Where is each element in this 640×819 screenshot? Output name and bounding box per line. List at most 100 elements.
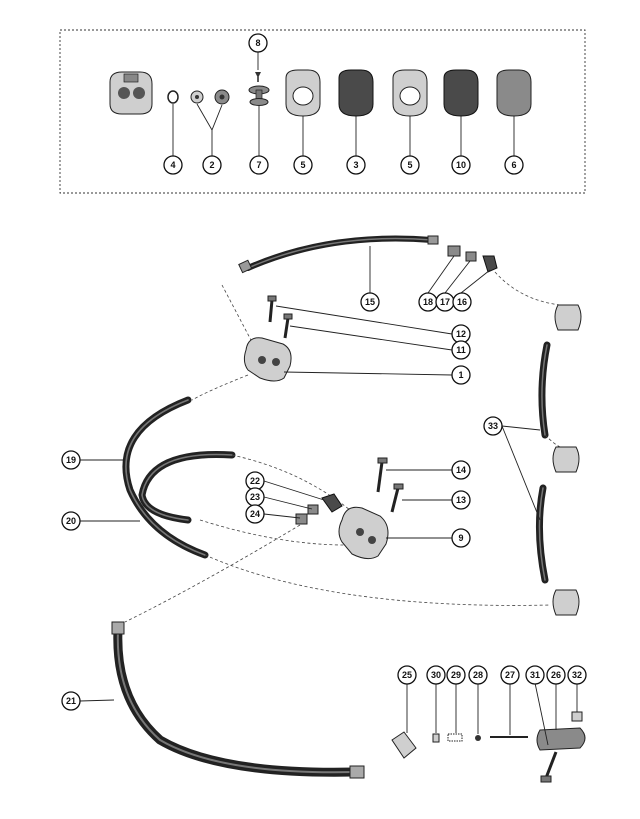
callout-28-label: 28 [473, 670, 483, 680]
callout-25: 25 [397, 665, 417, 685]
callout-14-label: 14 [456, 465, 466, 475]
callout-1: 1 [451, 365, 471, 385]
callout-19: 19 [61, 450, 81, 470]
callout-15-label: 15 [365, 297, 375, 307]
hose-20 [138, 451, 236, 524]
part-8-screw-top [255, 72, 261, 82]
part-29-spring [447, 733, 463, 742]
callout-5-a-label: 5 [300, 160, 305, 170]
callout-20: 20 [61, 511, 81, 531]
callout-15: 15 [360, 292, 380, 312]
callout-14: 14 [451, 460, 471, 480]
callout-4-label: 4 [170, 160, 175, 170]
fitting-right-top [554, 304, 582, 331]
part-6-cover [496, 69, 532, 117]
part-5-gasket-b [392, 69, 428, 117]
callout-11-label: 11 [456, 345, 466, 355]
part-2-seats [190, 89, 230, 105]
callout-17: 17 [435, 292, 455, 312]
pump-body-9 [338, 506, 389, 560]
part-7-valve [248, 85, 270, 106]
callout-22-label: 22 [250, 476, 260, 486]
callout-10: 10 [451, 155, 471, 175]
callout-11: 11 [451, 340, 471, 360]
callout-2: 2 [202, 155, 222, 175]
part-10-plate [443, 69, 479, 117]
callout-5-b: 5 [400, 155, 420, 175]
part-32-cap [571, 711, 583, 722]
callout-27-label: 27 [505, 670, 515, 680]
fitting-25 [391, 731, 417, 759]
callout-23: 23 [245, 487, 265, 507]
callout-32-label: 32 [572, 670, 582, 680]
callout-26-label: 26 [551, 670, 561, 680]
callout-19-label: 19 [66, 455, 76, 465]
callout-6: 6 [504, 155, 524, 175]
callout-7: 7 [249, 155, 269, 175]
callout-12: 12 [451, 324, 471, 344]
callout-1-label: 1 [458, 370, 463, 380]
callout-6-label: 6 [511, 160, 516, 170]
callout-21: 21 [61, 691, 81, 711]
callout-17-label: 17 [440, 297, 450, 307]
hose-19 [122, 396, 209, 559]
callout-29-label: 29 [451, 670, 461, 680]
pump-body-1 [243, 337, 292, 382]
hose-33-lower [535, 484, 549, 584]
callout-29: 29 [446, 665, 466, 685]
callout-31: 31 [525, 665, 545, 685]
callout-9: 9 [451, 528, 471, 548]
callout-23-label: 23 [250, 492, 260, 502]
inset-box [59, 29, 586, 194]
callout-24-label: 24 [250, 509, 260, 519]
fittings-16-18 [447, 245, 498, 273]
callout-26: 26 [546, 665, 566, 685]
part-31-screw [540, 751, 558, 783]
callout-5-a: 5 [293, 155, 313, 175]
callout-8-top-label: 8 [255, 38, 260, 48]
part-housing-top [109, 71, 153, 115]
fittings-22-24 [295, 493, 343, 525]
callout-18: 18 [418, 292, 438, 312]
fitting-right-bottom [552, 589, 580, 616]
part-28-ball [475, 735, 481, 741]
callout-27: 27 [500, 665, 520, 685]
callout-28: 28 [468, 665, 488, 685]
hose-21 [111, 621, 365, 779]
callout-12-label: 12 [456, 329, 466, 339]
callout-20-label: 20 [66, 516, 76, 526]
callout-7-label: 7 [256, 160, 261, 170]
callout-31-label: 31 [530, 670, 540, 680]
callout-33-label: 33 [488, 421, 498, 431]
callout-33: 33 [483, 416, 503, 436]
callout-8-top: 8 [248, 33, 268, 53]
callout-9-label: 9 [458, 533, 463, 543]
callout-30-label: 30 [431, 670, 441, 680]
callout-16: 16 [452, 292, 472, 312]
callout-30: 30 [426, 665, 446, 685]
screws-13-14 [376, 457, 404, 513]
part-5-gasket-a [285, 69, 321, 117]
part-3-diaphragm [338, 69, 374, 117]
callout-22: 22 [245, 471, 265, 491]
callout-32: 32 [567, 665, 587, 685]
callout-13-label: 13 [456, 495, 466, 505]
callout-16-label: 16 [457, 297, 467, 307]
callout-3-label: 3 [353, 160, 358, 170]
screws-11-12 [267, 295, 293, 339]
callout-25-label: 25 [402, 670, 412, 680]
fitting-right-mid [552, 446, 580, 473]
callout-4: 4 [163, 155, 183, 175]
callout-21-label: 21 [66, 696, 76, 706]
part-26-body [536, 727, 586, 751]
callout-13: 13 [451, 490, 471, 510]
part-30 [432, 733, 440, 743]
part-4-oring [167, 90, 179, 104]
callout-18-label: 18 [423, 297, 433, 307]
hose-33-upper [538, 341, 551, 439]
callout-2-label: 2 [209, 160, 214, 170]
callout-3: 3 [346, 155, 366, 175]
callout-10-label: 10 [456, 160, 466, 170]
hose-15 [238, 235, 439, 274]
